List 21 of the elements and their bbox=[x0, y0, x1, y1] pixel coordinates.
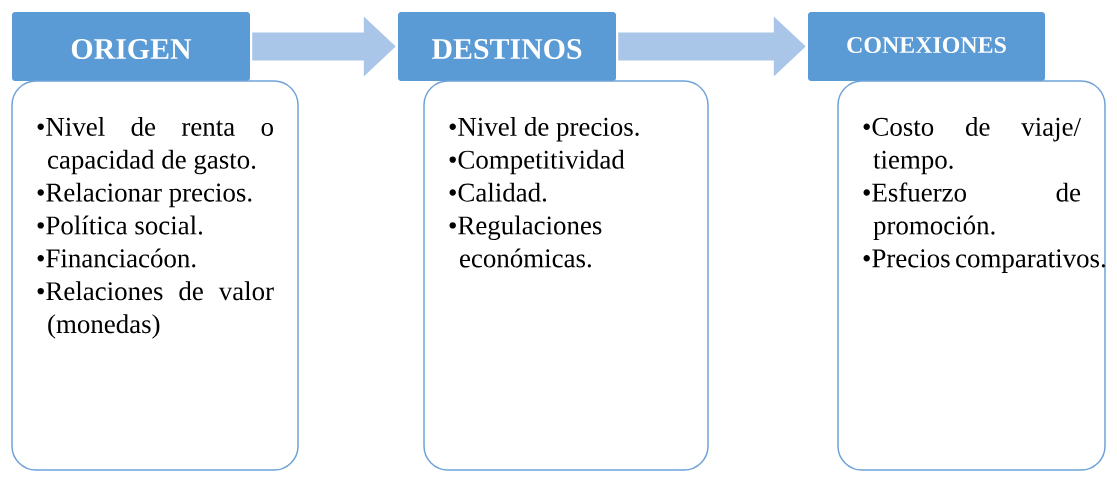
bullet-item: •Relacionar precios. bbox=[37, 182, 252, 208]
bullet-item: •Precios comparativos. bbox=[863, 249, 1105, 273]
bullet-item: •Calidad. bbox=[449, 182, 547, 202]
list-box bbox=[423, 80, 709, 471]
bullet-item: •Nivel de precios. bbox=[449, 117, 639, 142]
bullet-item: •Política social. bbox=[37, 215, 203, 235]
bullet-item: •Regulaciones económicas. bbox=[449, 215, 602, 268]
header-tab bbox=[12, 12, 250, 81]
bullet-item: •Costo de viaje/ tiempo. bbox=[863, 117, 1081, 175]
list-box bbox=[837, 80, 1106, 471]
bullet-item: •Relaciones de valor (monedas) bbox=[37, 281, 274, 339]
header-text: DESTINOS bbox=[431, 39, 582, 60]
header-tab bbox=[808, 12, 1045, 81]
header-text: CONEXIONES bbox=[847, 37, 1006, 54]
bullet-item: •Financiacóon. bbox=[37, 248, 196, 268]
header-tab bbox=[398, 12, 616, 81]
list-box bbox=[11, 80, 299, 471]
bullet-item: •Nivel de renta o capacidad de gasto. bbox=[37, 117, 273, 175]
header-text: ORIGEN bbox=[71, 39, 192, 60]
bullet-item: •Esfuerzo de promoción. bbox=[863, 182, 1081, 240]
bullet-item: •Competitividad bbox=[449, 149, 625, 175]
